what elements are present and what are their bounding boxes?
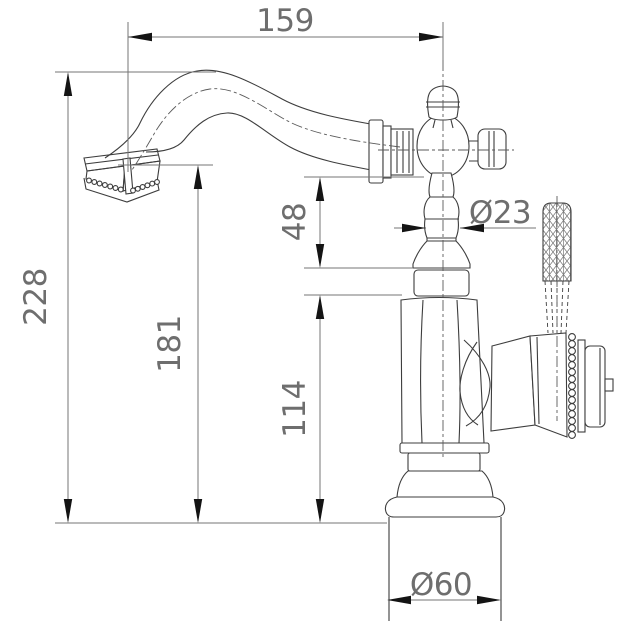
spout-flange-ring-3	[390, 128, 414, 176]
column-facets	[420, 299, 461, 444]
valve-bonnet	[529, 332, 568, 438]
base-flare	[396, 470, 494, 498]
cap-neck	[432, 119, 454, 129]
dim-label-base-diameter: Ø60	[410, 567, 472, 603]
dimension-labels: 159 228 181 48 114 Ø23 Ø60	[18, 3, 532, 603]
dim-181-lines	[118, 164, 213, 521]
aerator-bottom-lip	[83, 177, 160, 203]
base-step-1	[399, 442, 490, 454]
dim-159-lines	[127, 22, 444, 172]
centerlines	[131, 60, 558, 457]
arrow-159-right	[419, 32, 443, 42]
aerator-knurl-band-left	[86, 177, 124, 193]
valve-bonnet-line	[536, 336, 540, 425]
arrow-114-down	[315, 499, 325, 523]
dim-label-neck-diameter: Ø23	[469, 195, 531, 231]
neck	[412, 172, 471, 269]
spout-top-outline	[104, 69, 383, 159]
valve-cap-band	[577, 339, 586, 433]
column-flange	[413, 269, 470, 297]
dim-114-lines	[304, 294, 402, 521]
aerator-collar-inner-line	[84, 154, 159, 165]
valve	[459, 332, 614, 439]
aerator	[83, 148, 161, 203]
aerator-knurl-band-right	[130, 179, 160, 194]
arrow-48-up	[315, 177, 325, 201]
arrow-228-up	[63, 72, 73, 96]
valve-lens-curves	[459, 339, 491, 427]
base-torus	[384, 496, 506, 518]
column	[400, 269, 485, 444]
dim-label-neck-height: 48	[277, 203, 313, 241]
side-cap-slot	[488, 131, 495, 167]
arrow-114-up	[315, 295, 325, 319]
arrow-48-down	[315, 244, 325, 268]
arrow-23-left	[402, 223, 426, 233]
spout-axis-centerline	[131, 88, 401, 171]
neck-outline	[412, 172, 471, 269]
dim-label-spout-reach: 159	[256, 3, 314, 39]
valve-nub	[604, 378, 614, 392]
spout-bottom-outline	[145, 112, 383, 173]
body-top	[368, 85, 507, 184]
arrow-181-up	[193, 165, 203, 189]
base	[384, 442, 506, 621]
valve-block	[490, 335, 536, 432]
arrow-60-right	[477, 595, 501, 605]
side-cap-stub	[469, 140, 478, 162]
arrow-60-left	[387, 595, 411, 605]
dim-label-spout-outlet-height: 181	[152, 315, 188, 373]
arrow-23-right	[460, 223, 484, 233]
dim-label-body-height: 114	[277, 380, 313, 438]
base-cylinder	[388, 517, 502, 621]
spout	[104, 69, 383, 173]
dimension-arrowheads	[63, 32, 501, 605]
dim-label-overall-height: 228	[18, 268, 54, 326]
arrow-181-down	[193, 499, 203, 523]
base-step-2	[407, 452, 481, 472]
valve-end-cap	[584, 345, 606, 428]
arrow-228-down	[63, 499, 73, 523]
dim-228-lines	[55, 71, 387, 524]
column-body	[400, 296, 485, 444]
spout-flange-shading	[396, 131, 410, 173]
arrow-159-left	[128, 32, 152, 42]
spout-flange-ring-1	[368, 119, 384, 184]
valve-knurled-ring	[568, 333, 576, 439]
side-cap	[477, 128, 507, 170]
spout-flange-ring-2	[382, 125, 392, 179]
neck-ring-lines	[425, 196, 459, 242]
